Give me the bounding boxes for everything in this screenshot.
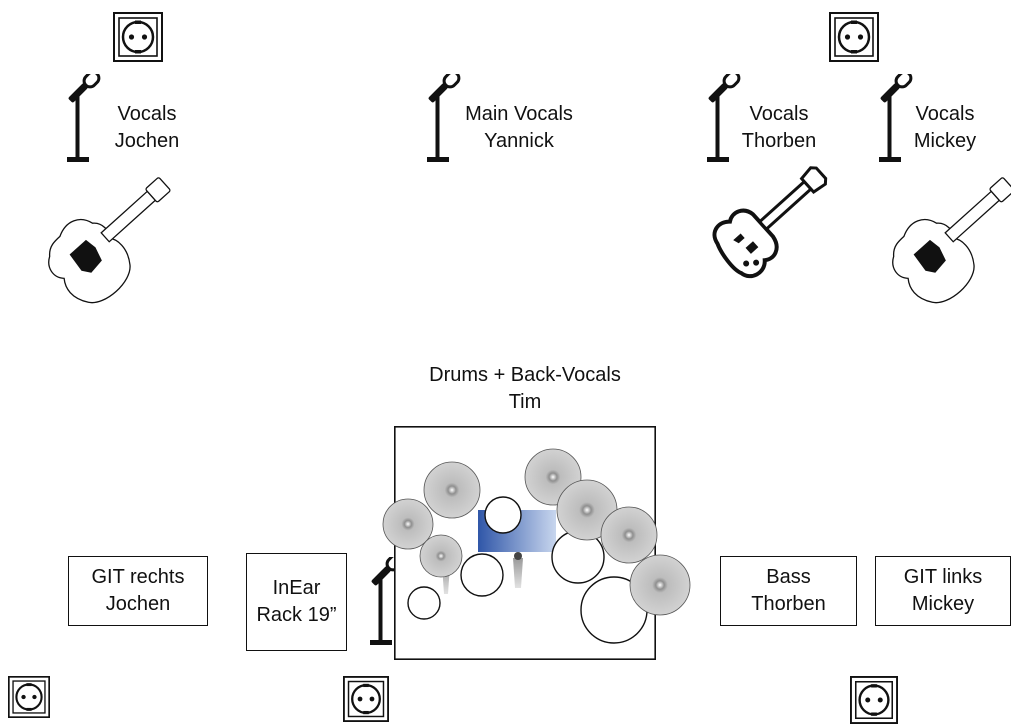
power-socket-icon bbox=[8, 676, 50, 718]
microphone-stand-icon bbox=[64, 74, 104, 166]
power-socket-icon bbox=[829, 12, 879, 62]
power-socket-icon bbox=[113, 12, 163, 62]
power-socket-icon bbox=[850, 676, 898, 724]
electric-guitar-icon bbox=[878, 176, 1011, 316]
drum-kit-icon bbox=[376, 440, 696, 650]
power-socket-icon bbox=[343, 676, 389, 722]
electric-guitar-icon bbox=[34, 176, 184, 316]
bass-guitar-icon bbox=[698, 155, 838, 295]
